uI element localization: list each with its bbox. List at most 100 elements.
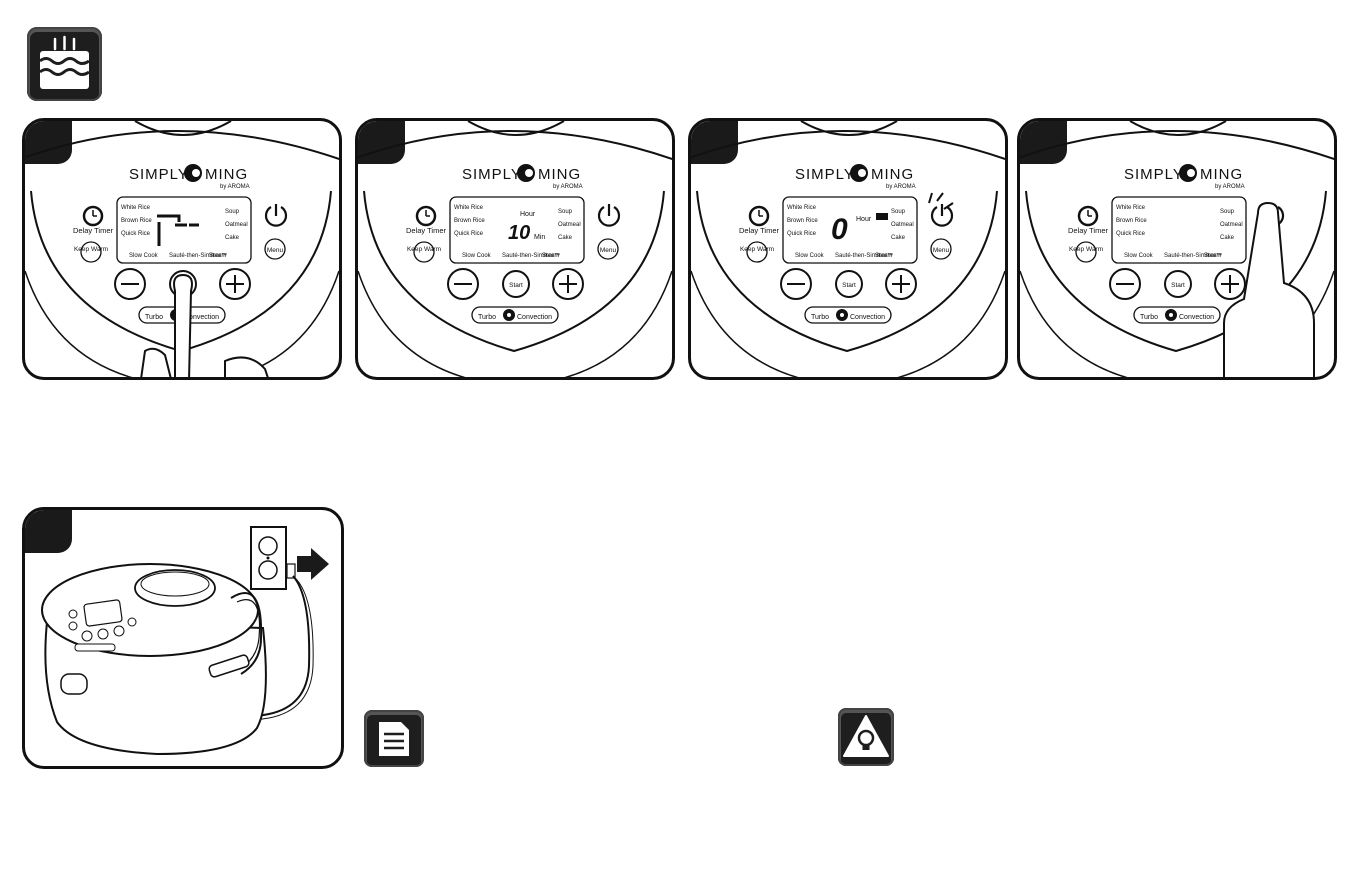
brand-simply: SIMPLY bbox=[462, 166, 522, 183]
mode-label-r0: Soup bbox=[558, 209, 573, 215]
min-label: Min bbox=[534, 234, 545, 241]
step-tab bbox=[25, 510, 72, 553]
keep-warm-button bbox=[1075, 241, 1097, 263]
mode-label-b2: Steam bbox=[542, 253, 559, 259]
start-label: Start bbox=[842, 282, 856, 289]
menu-label: Menu bbox=[600, 247, 617, 254]
keep-warm-label: Keep Warm bbox=[407, 246, 441, 253]
power-icon bbox=[597, 204, 621, 227]
lightbulb-warning-icon bbox=[838, 708, 894, 766]
convection-label: Convection bbox=[850, 314, 885, 321]
step-tab bbox=[358, 121, 405, 164]
mode-label-r2: Cake bbox=[1220, 235, 1235, 241]
turbo-label: Turbo bbox=[1140, 314, 1158, 321]
keep-warm-button bbox=[80, 241, 102, 263]
note-document-icon bbox=[364, 710, 424, 767]
start-label: Start bbox=[509, 282, 523, 289]
delay-timer-label: Delay Timer bbox=[739, 226, 780, 235]
mode-label-b1: Sauté-then-Simmer™ bbox=[169, 252, 227, 259]
step-tab bbox=[691, 121, 738, 164]
turbo-label: Turbo bbox=[145, 314, 163, 321]
hour-label: Hour bbox=[520, 211, 536, 218]
menu-button bbox=[930, 238, 952, 260]
convection-label: Convection bbox=[1179, 314, 1214, 321]
mode-label-r1: Oatmeal bbox=[1220, 222, 1243, 228]
start-button bbox=[835, 270, 863, 298]
mode-label-b0: Slow Cook bbox=[462, 253, 492, 259]
mode-label-2: Quick Rice bbox=[454, 231, 484, 237]
keep-warm-label: Keep Warm bbox=[1069, 246, 1103, 253]
step-tab bbox=[1020, 121, 1067, 164]
mode-label-b2: Steam bbox=[1204, 253, 1221, 259]
mode-label-0: White Rice bbox=[454, 205, 484, 211]
mode-label-0: White Rice bbox=[1116, 205, 1146, 211]
mode-label-b1: Sauté-then-Simmer™ bbox=[835, 252, 893, 259]
convection-label: Convection bbox=[184, 314, 219, 321]
mode-label-0: White Rice bbox=[787, 205, 817, 211]
turbo-label: Turbo bbox=[478, 314, 496, 321]
mode-label-r2: Cake bbox=[225, 235, 240, 241]
lcd-digits: 0 bbox=[831, 213, 848, 246]
mode-label-1: Brown Rice bbox=[787, 218, 818, 224]
mode-label-b0: Slow Cook bbox=[129, 253, 159, 259]
mode-label-0: White Rice bbox=[121, 205, 151, 211]
brand-by: by AROMA bbox=[220, 184, 250, 190]
brand-by: by AROMA bbox=[886, 184, 916, 190]
start-button bbox=[502, 270, 530, 298]
mode-label-1: Brown Rice bbox=[121, 218, 152, 224]
brand-by: by AROMA bbox=[1215, 184, 1245, 190]
mode-label-2: Quick Rice bbox=[121, 231, 151, 237]
mode-label-2: Quick Rice bbox=[787, 231, 817, 237]
lcd-display bbox=[116, 196, 252, 264]
mode-label-r1: Oatmeal bbox=[558, 222, 581, 228]
delay-timer-label: Delay Timer bbox=[73, 226, 114, 235]
mode-label-b0: Slow Cook bbox=[795, 253, 825, 259]
brand-simply: SIMPLY bbox=[129, 166, 189, 183]
lcd-display bbox=[449, 196, 585, 264]
mode-label-1: Brown Rice bbox=[1116, 218, 1147, 224]
mode-label-r0: Soup bbox=[225, 209, 240, 215]
mode-label-r0: Soup bbox=[1220, 209, 1235, 215]
brand-ming: MING bbox=[205, 166, 248, 183]
mode-label-b1: Sauté-then-Simmer™ bbox=[502, 252, 560, 259]
cake-icon bbox=[27, 27, 102, 101]
keep-warm-label: Keep Warm bbox=[74, 246, 108, 253]
menu-label: Menu bbox=[267, 247, 284, 254]
convection-label: Convection bbox=[517, 314, 552, 321]
mode-label-r1: Oatmeal bbox=[891, 222, 914, 228]
unplug-arrow bbox=[297, 548, 329, 580]
mode-label-r2: Cake bbox=[558, 235, 573, 241]
hour-label: Hour bbox=[856, 216, 872, 223]
keep-warm-label: Keep Warm bbox=[740, 246, 774, 253]
delay-timer-label: Delay Timer bbox=[406, 226, 447, 235]
menu-button bbox=[597, 238, 619, 260]
brand-simply: SIMPLY bbox=[795, 166, 855, 183]
mode-label-b1: Sauté-then-Simmer™ bbox=[1164, 252, 1222, 259]
keep-warm-button bbox=[746, 241, 768, 263]
mode-label-r1: Oatmeal bbox=[225, 222, 248, 228]
mode-label-b2: Steam bbox=[209, 253, 226, 259]
brand-simply: SIMPLY bbox=[1124, 166, 1184, 183]
menu-label: Menu bbox=[933, 247, 950, 254]
brand-ming: MING bbox=[538, 166, 581, 183]
lcd-digits: 10 bbox=[508, 222, 530, 244]
mode-label-1: Brown Rice bbox=[454, 218, 485, 224]
keep-warm-button bbox=[413, 241, 435, 263]
mode-label-r2: Cake bbox=[891, 235, 906, 241]
power-icon bbox=[930, 204, 954, 227]
